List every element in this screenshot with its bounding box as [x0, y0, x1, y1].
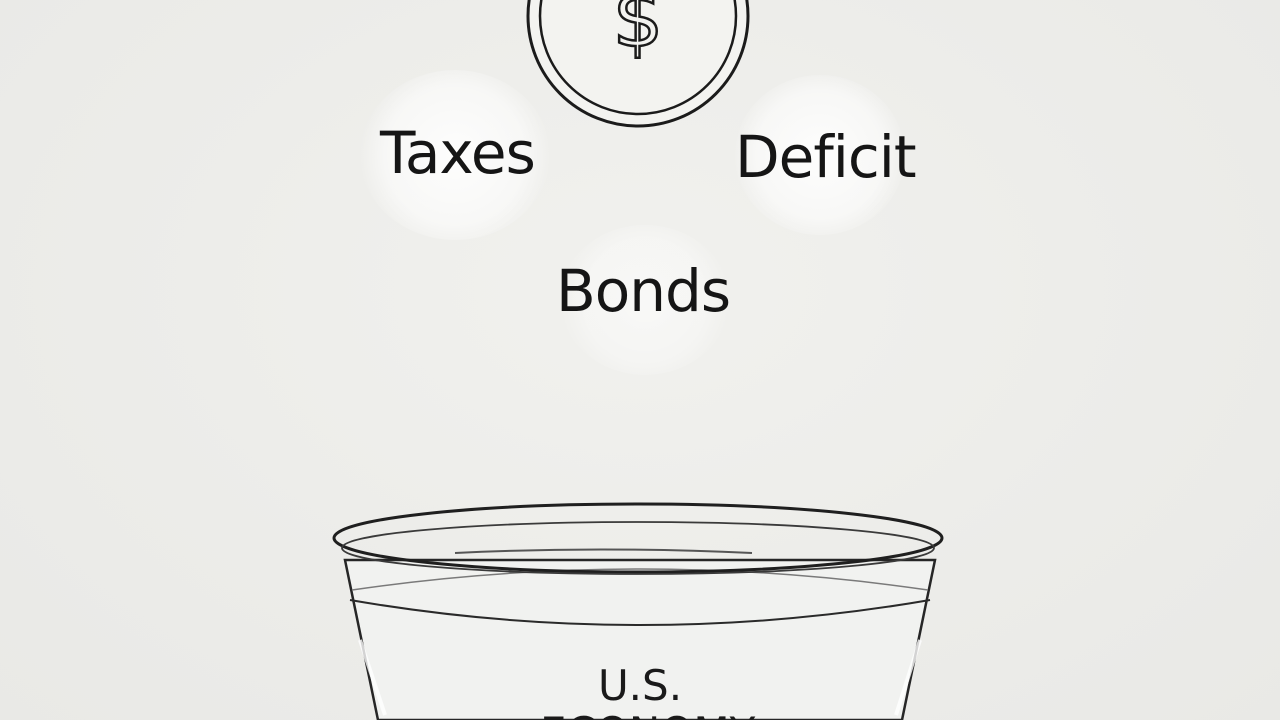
label-taxes: Taxes	[380, 119, 536, 187]
bowl-label-line1: U.S.	[597, 661, 683, 710]
label-deficit: Deficit	[735, 123, 917, 191]
bowl-label-line2: ECONOMY	[540, 712, 755, 720]
taxes-cloud	[360, 70, 550, 240]
bonds-cloud	[560, 225, 730, 375]
label-bonds: Bonds	[556, 257, 731, 325]
deficit-cloud	[735, 75, 905, 235]
coin-symbol: $	[613, 0, 664, 65]
